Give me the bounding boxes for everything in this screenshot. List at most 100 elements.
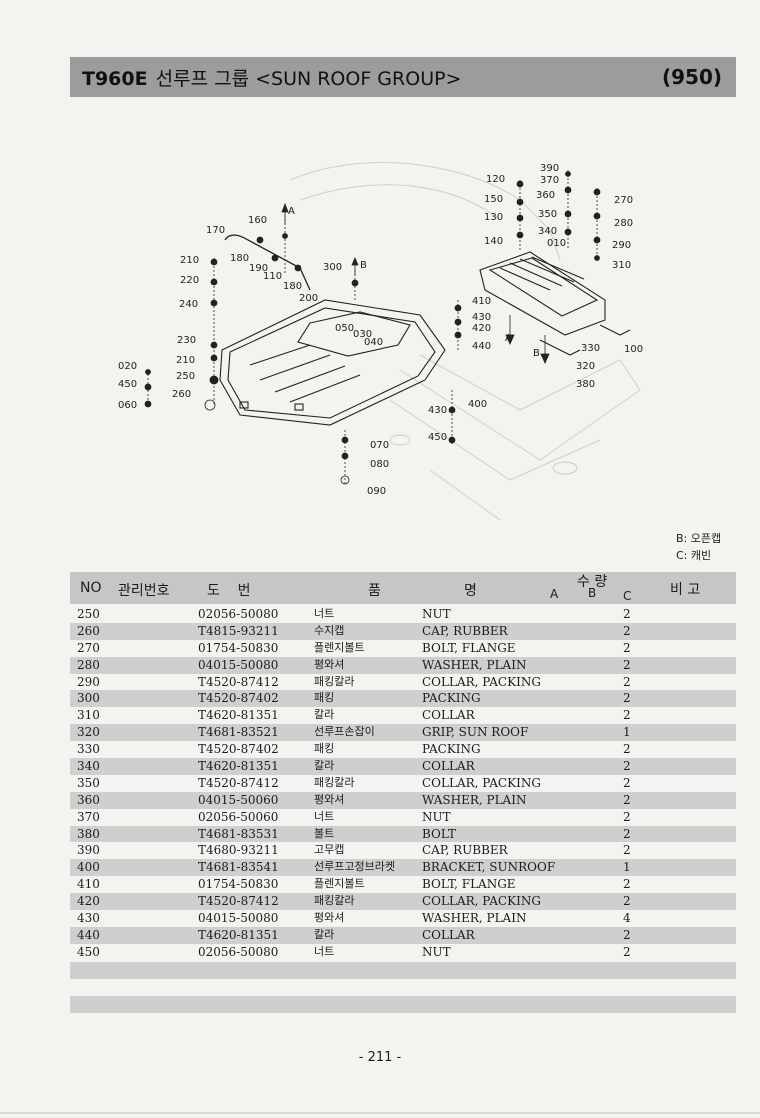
cell-qty: 1 <box>623 725 631 740</box>
callout-label: 190 <box>249 263 268 274</box>
legend-cabin: C: 캐빈 <box>676 549 712 562</box>
page-number: - 211 - <box>358 1050 402 1065</box>
cell-korean-name: 너트 <box>314 944 335 958</box>
cell-english-name: WASHER, PLAIN <box>422 792 527 807</box>
cell-qty: 2 <box>623 826 631 841</box>
cell-part-no: 02056-50080 <box>198 607 279 621</box>
callout-label: 210 <box>176 355 195 366</box>
callout-label: 370 <box>540 175 559 186</box>
cell-part-no: T4520-87402 <box>198 742 279 757</box>
callout-label: B <box>360 260 367 271</box>
callout-label: 400 <box>468 399 487 410</box>
callout-label: A <box>505 333 512 344</box>
cell-qty: 4 <box>623 911 631 926</box>
cell-part-no: T4681-83531 <box>198 826 279 841</box>
cell-english-name: BOLT, FLANGE <box>422 877 516 892</box>
cell-english-name: BOLT, FLANGE <box>422 640 516 655</box>
callout-label: A <box>288 206 295 217</box>
callout-label: 110 <box>263 271 282 282</box>
cell-english-name: BOLT <box>422 826 456 841</box>
cell-korean-name: 수지캡 <box>314 623 345 637</box>
cell-korean-name: 패킹 <box>314 742 335 756</box>
cell-english-name: PACKING <box>422 742 481 757</box>
cell-english-name: NUT <box>422 809 451 824</box>
cell-no: 400 <box>77 860 100 875</box>
callout-label: 230 <box>177 335 196 346</box>
callout-label: 440 <box>472 341 491 352</box>
cell-qty: 2 <box>623 792 631 807</box>
callout-label: 090 <box>367 486 386 497</box>
callout-label: 250 <box>176 371 195 382</box>
cell-part-no: T4520-87412 <box>198 894 279 909</box>
callout-label: 130 <box>484 212 503 223</box>
callout-label: 340 <box>538 226 557 237</box>
callout-label: 030 <box>353 329 372 340</box>
cell-english-name: NUT <box>422 607 451 621</box>
cell-no: 430 <box>77 911 100 926</box>
callout-label: 240 <box>179 299 198 310</box>
callout-label: 430 <box>472 312 491 323</box>
callout-label: 280 <box>614 218 633 229</box>
cell-no: 320 <box>77 725 100 740</box>
header-qty-a: A <box>550 587 559 601</box>
cell-korean-name: 너트 <box>314 607 335 620</box>
cell-korean-name: 패킹 <box>314 691 335 705</box>
cell-korean-name: 패킹칼라 <box>314 894 355 908</box>
cell-qty: 2 <box>623 623 631 638</box>
parts-table-header: NO 관리번호 도 번 품 명 수 량 A B C 비 고 <box>70 572 736 604</box>
callout-label: 430 <box>428 405 447 416</box>
cell-english-name: NUT <box>422 944 451 959</box>
cell-part-no: 01754-50830 <box>198 640 279 655</box>
cell-english-name: COLLAR, PACKING <box>422 894 541 909</box>
cell-korean-name: 칼라 <box>314 708 335 722</box>
support-rod <box>224 234 311 291</box>
cell-no: 340 <box>77 759 100 774</box>
callout-label: 210 <box>180 255 199 266</box>
model-code: T960E <box>82 67 148 90</box>
callout-label: 120 <box>486 174 505 185</box>
cell-part-no: 02056-50060 <box>198 809 279 824</box>
callout-label: 140 <box>484 236 503 247</box>
cell-no: 420 <box>77 894 100 909</box>
cell-part-no: T4681-83541 <box>198 860 279 875</box>
cell-korean-name: 볼트 <box>314 826 335 840</box>
cell-part-no: 04015-50080 <box>198 657 279 672</box>
cell-no: 450 <box>77 944 100 959</box>
cell-part-no: T4681-83521 <box>198 725 279 740</box>
header-qty-b: B <box>588 586 597 600</box>
cell-english-name: PACKING <box>422 691 481 706</box>
cell-no: 330 <box>77 742 100 757</box>
cell-part-no: T4520-87412 <box>198 775 279 790</box>
callout-label: 220 <box>180 275 199 286</box>
cell-no: 290 <box>77 674 100 689</box>
cell-english-name: CAP, RUBBER <box>422 843 508 858</box>
cell-korean-name: 고무캡 <box>314 843 345 857</box>
cell-english-name: GRIP, SUN ROOF <box>422 725 529 740</box>
cell-qty: 2 <box>623 775 631 790</box>
callout-label: 390 <box>540 163 559 174</box>
callout-label: 010 <box>547 238 566 249</box>
header-mgmt-no: 관리번호 <box>118 583 170 599</box>
cell-korean-name: 패킹칼라 <box>314 775 355 789</box>
cell-part-no: 04015-50060 <box>198 792 279 807</box>
table-row: 330 T4520-87402 패킹 PACKING 2 <box>70 741 736 758</box>
cell-qty: 2 <box>623 674 631 689</box>
cell-no: 280 <box>77 657 100 672</box>
cell-qty: 1 <box>623 860 631 875</box>
group-title: 선루프 그룹 <SUN ROOF GROUP> <box>155 67 462 90</box>
cell-qty: 2 <box>623 742 631 757</box>
callout-label: 200 <box>299 293 318 304</box>
callout-label: 270 <box>614 195 633 206</box>
legend-open-canopy: B: 오픈캡 <box>676 532 722 545</box>
callout-label: 290 <box>612 240 631 251</box>
callout-label: 050 <box>335 323 354 334</box>
callout-label: 310 <box>612 260 631 271</box>
